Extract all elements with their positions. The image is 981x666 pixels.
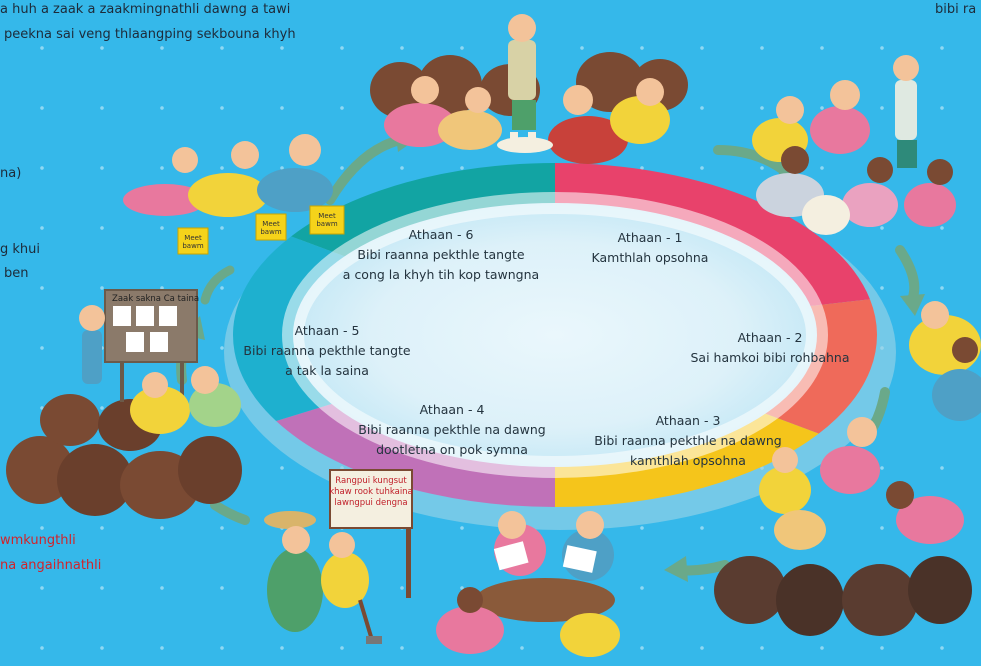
stage-3-line2: kamthlah opsohna <box>630 453 746 468</box>
stage-4-label: Athaan - 4 Bibi raanna pekthle na dawng … <box>358 400 545 460</box>
stage-6-line2: a cong la khyh tih kop tawngna <box>342 267 540 282</box>
board-title: Zaak sakna Ca taina <box>112 294 200 304</box>
sign-line-2: khaw rook tuhkaina <box>329 487 413 497</box>
scene-bottom-left-workers <box>264 469 413 644</box>
stage-3-heading: Athaan - 3 <box>655 413 721 428</box>
top-text-line1: a huh a zaak a zaakmingnathli dawng a ta… <box>0 2 291 17</box>
sign-text: Rangpui kungsut khaw rook tuhkaina lawng… <box>321 476 421 509</box>
sign-line-3: lawngpui dengna <box>334 498 408 508</box>
ballot-box-3-label: Meet bawm <box>314 212 340 228</box>
stage-2-line1: Sai hamkoi bibi rohbahna <box>690 350 850 365</box>
stage-5-heading: Athaan - 5 <box>294 323 360 338</box>
ballot-box-2-label: Meet bawm <box>258 220 284 236</box>
top-text-line2: peekna sai veng thlaangping sekbouna khy… <box>4 27 296 42</box>
stage-2-label: Athaan - 2 Sai hamkoi bibi rohbahna <box>690 328 849 368</box>
bottom-left-red-line1: wmkungthli <box>0 533 76 548</box>
scene-left-crowd <box>6 289 242 519</box>
ballot-box-1-label: Meet bawm <box>180 234 206 250</box>
stage-5-label: Athaan - 5 Bibi raanna pekthle tangte a … <box>243 321 410 381</box>
scene-right-group <box>752 55 956 235</box>
stage-2-heading: Athaan - 2 <box>737 330 803 345</box>
stage-3-label: Athaan - 3 Bibi raanna pekthle na dawng … <box>594 411 781 471</box>
ring-inner-area <box>293 203 817 467</box>
ring-inner-rim <box>282 192 828 478</box>
ballot-box-3 <box>309 205 345 235</box>
stage-6-label: Athaan - 6 Bibi raanna pekthle tangte a … <box>343 225 539 285</box>
stage-3-line1: Bibi raanna pekthle na dawng <box>594 433 782 448</box>
stage-5-line1: Bibi raanna pekthle tangte <box>243 343 411 358</box>
stage-6-line1: Bibi raanna pekthle tangte <box>357 247 525 262</box>
scene-right-middle <box>909 301 981 421</box>
ballot-box-3-label-line1: Meet <box>318 212 336 220</box>
ballot-box-2-label-line1: Meet <box>262 220 280 228</box>
scene-top-left-ballot <box>123 134 345 255</box>
scene-top-meeting <box>370 14 688 164</box>
sign-line-1: Rangpui kungsut <box>335 476 407 486</box>
ballot-box-2-label-line2: bawm <box>260 228 282 236</box>
top-text-right: bibi ra <box>935 2 977 17</box>
left-fragment-1: na) <box>0 166 22 181</box>
ballot-box-2 <box>255 213 287 241</box>
left-fragment-3: ben <box>4 266 29 281</box>
stage-6-heading: Athaan - 6 <box>408 227 474 242</box>
stage-1-line1: Kamthlah opsohna <box>591 250 709 265</box>
left-fragment-2: g khui <box>0 242 41 257</box>
stage-4-line2: dootletna on pok symna <box>376 442 528 457</box>
stage-5-line2: a tak la saina <box>285 363 369 378</box>
ballot-box-3-label-line2: bawm <box>316 220 338 228</box>
ballot-box-1-label-line1: Meet <box>184 234 202 242</box>
stage-1-label: Athaan - 1 Kamthlah opsohna <box>592 228 709 268</box>
scene-bottom-center <box>436 511 620 657</box>
stage-4-line1: Bibi raanna pekthle na dawng <box>358 422 546 437</box>
ballot-box-1 <box>177 227 209 255</box>
stage-1-heading: Athaan - 1 <box>617 230 683 245</box>
bottom-left-red-line2: na angaihnathli <box>0 558 102 573</box>
scene-bottom-right-crowd <box>714 417 972 636</box>
stage-4-heading: Athaan - 4 <box>419 402 485 417</box>
ballot-box-1-label-line2: bawm <box>182 242 204 250</box>
